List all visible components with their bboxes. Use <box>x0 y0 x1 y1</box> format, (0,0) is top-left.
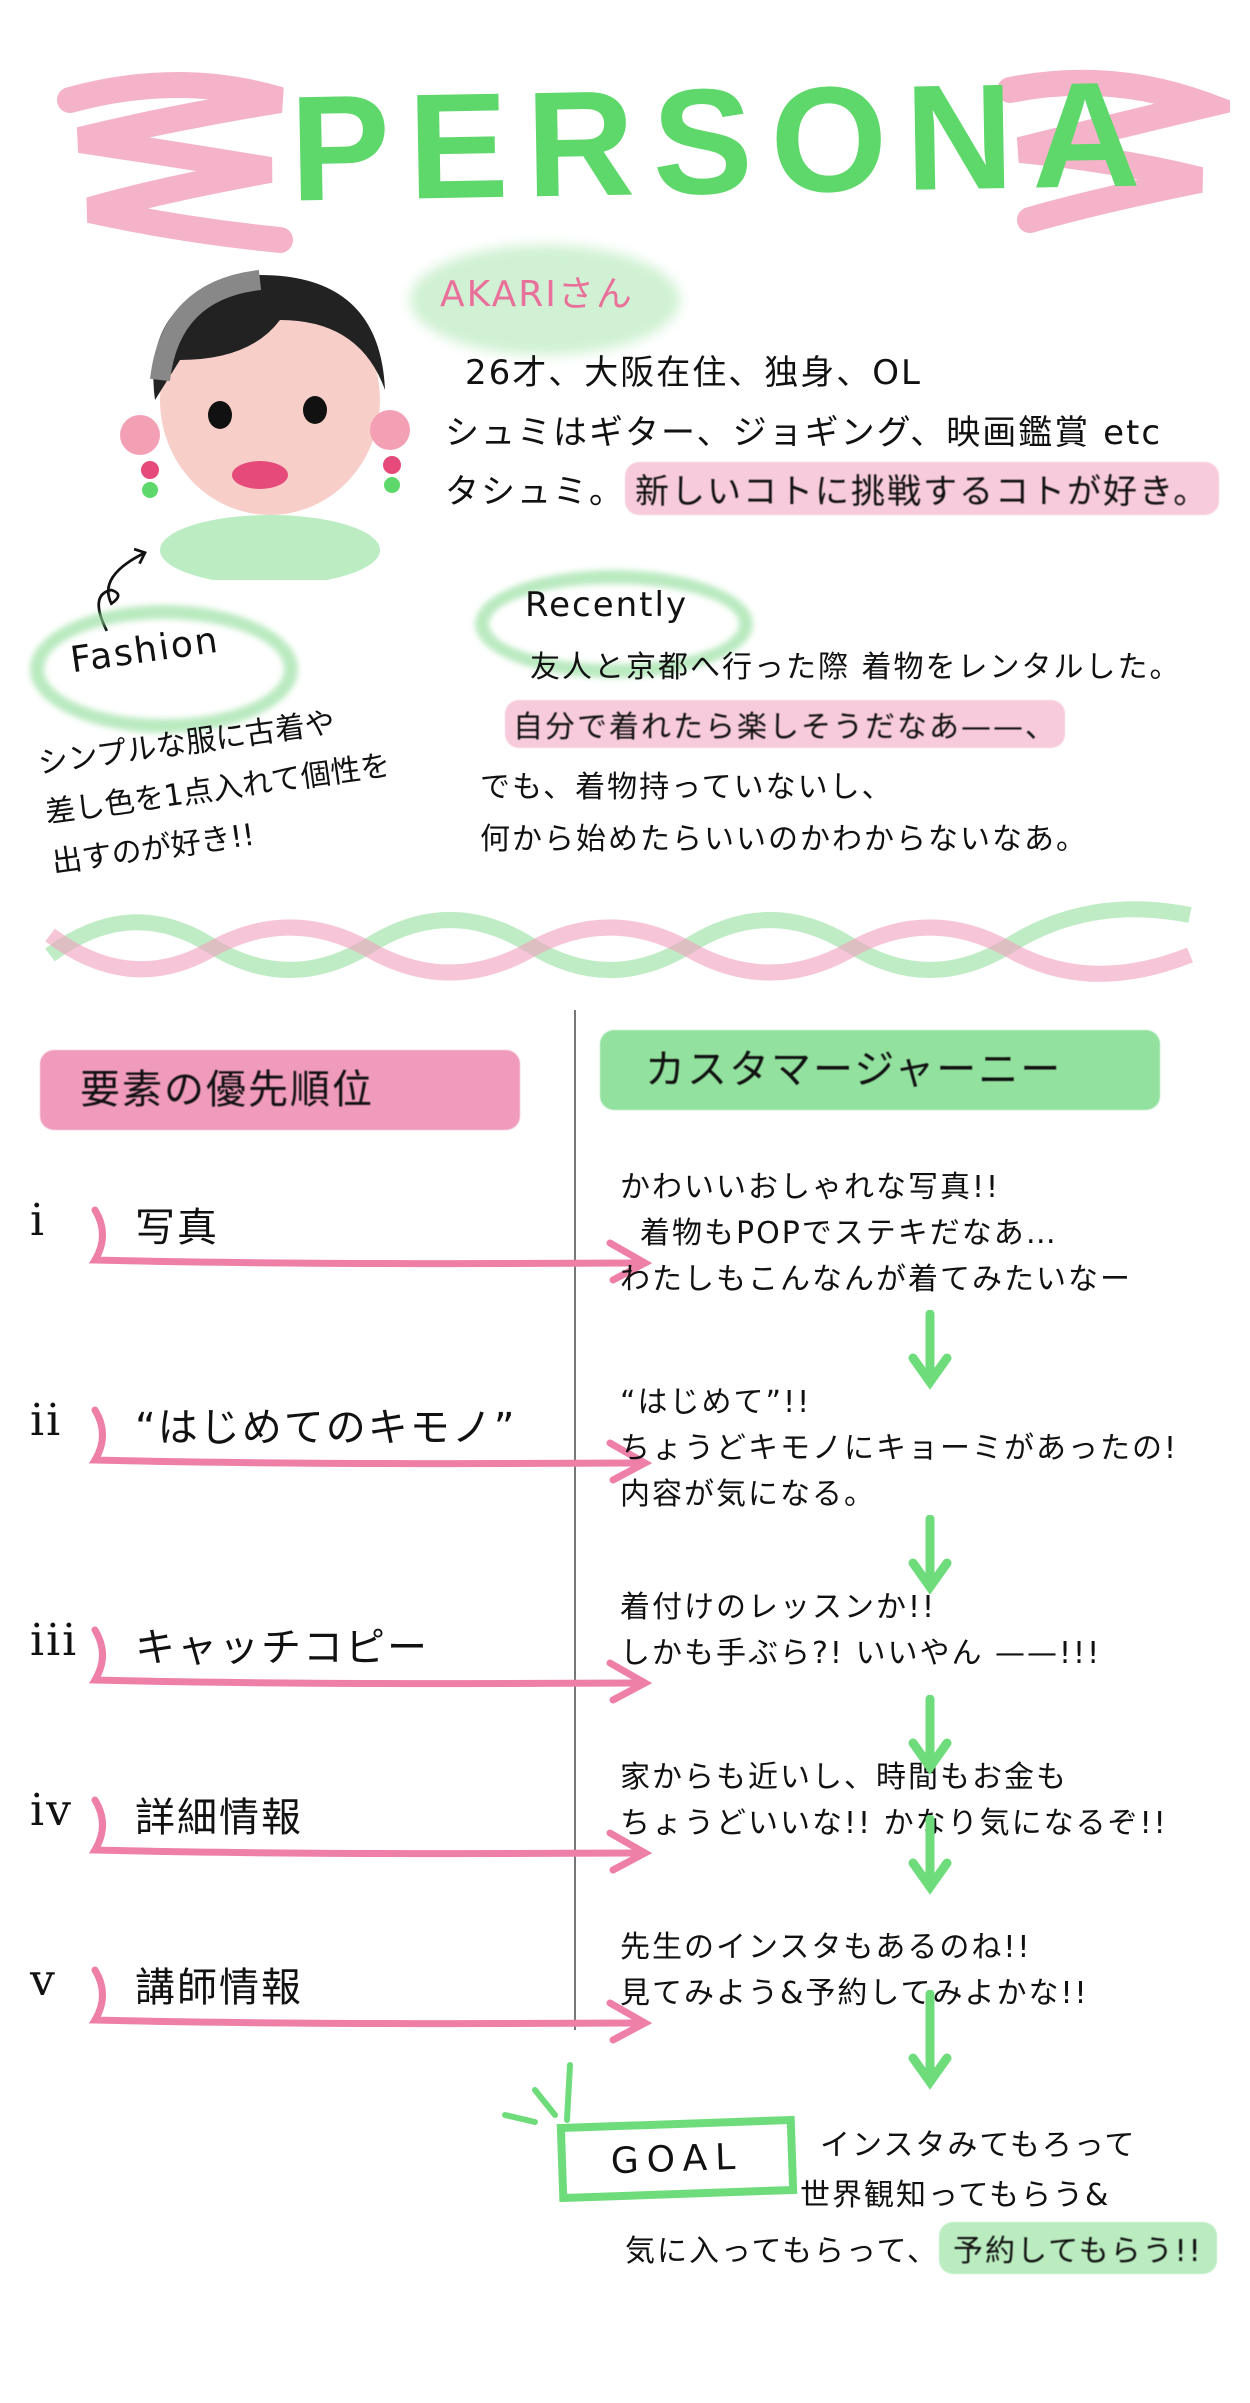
priority-label: 写真 <box>135 1205 219 1251</box>
journey-line: ちょうどいいな!! かなり気になるぞ!! <box>620 1806 1168 1841</box>
journey-line: 先生のインスタもあるのね!! <box>620 1930 1032 1965</box>
goal-box: GOAL <box>556 2115 798 2203</box>
journey-line: 家からも近いし、時間もお金も <box>620 1760 1068 1795</box>
green-down-arrow-icon <box>908 1515 952 1595</box>
column-divider <box>574 1010 576 2030</box>
pink-arrow-icon <box>88 1626 653 1704</box>
pink-arrow-icon <box>88 1796 653 1874</box>
sparkle-marks <box>502 2062 573 2125</box>
recently-label: Recently <box>525 585 689 625</box>
name-highlight <box>410 245 680 355</box>
goal-highlight: 予約してもらう!! <box>939 2222 1217 2274</box>
recently-line: 友人と京都へ行った際 着物をレンタルした。 <box>530 650 1182 685</box>
page-title: PERSONA <box>288 49 1160 233</box>
recently-line: 自分で着れたら楽しそうだなあ——、 <box>505 700 1065 748</box>
journey-step: かわいいおしゃれな写真!! 着物もPOPでステキだなあ… わたしもこんなんが着て… <box>620 1165 1132 1303</box>
journey-line: “はじめて”!! <box>620 1385 812 1420</box>
priority-number: iii <box>30 1615 79 1666</box>
journey-line: ちょうどキモノにキョーミがあったの! <box>620 1431 1179 1466</box>
journey-line: 着付けのレッスンか!! <box>620 1590 937 1625</box>
priority-number: ii <box>30 1395 63 1446</box>
priority-number: i <box>30 1195 47 1246</box>
pink-squiggle-right <box>997 69 1230 233</box>
pink-arrow-icon <box>88 1406 653 1484</box>
goal-label: GOAL <box>610 2136 744 2182</box>
journey-line: 見てみよう&予約してみよかな!! <box>620 1976 1089 2011</box>
journey-line: 着物もPOPでステキだなあ… <box>640 1216 1058 1251</box>
goal-line: 世界観知ってもらう& <box>800 2178 1111 2213</box>
profile-line: 26才、大阪在住、独身、OL <box>465 353 922 393</box>
journey-step: 先生のインスタもあるのね!! 見てみよう&予約してみよかな!! <box>620 1925 1089 2017</box>
wavy-divider <box>45 901 1193 982</box>
profile-line: シュミはギター、ジョギング、映画鑑賞 etc <box>445 413 1163 453</box>
goal-line: 気に入ってもらって、 <box>625 2234 939 2269</box>
priority-header: 要素の優先順位 <box>40 1050 520 1130</box>
priority-label: 講師情報 <box>135 1965 303 2011</box>
green-down-arrow-icon <box>908 1695 952 1775</box>
profile-highlight: 新しいコトに挑戦するコトが好き。 <box>625 462 1220 515</box>
curved-arrow-icon <box>97 547 147 632</box>
journey-line: 内容が気になる。 <box>620 1477 876 1512</box>
priority-label: 詳細情報 <box>135 1795 303 1841</box>
journey-line: かわいいおしゃれな写真!! <box>620 1170 1001 1205</box>
profile-line: タシュミ。 <box>445 472 625 512</box>
persona-avatar-illustration <box>120 270 410 580</box>
pink-arrow-icon <box>88 1966 653 2044</box>
journey-header: カスタマージャーニー <box>600 1030 1160 1110</box>
journey-line: しかも手ぶら?! いいやん ——!!! <box>620 1636 1102 1671</box>
priority-number: iv <box>30 1785 73 1836</box>
priority-label: キャッチコピー <box>135 1625 429 1671</box>
journey-line: わたしもこんなんが着てみたいなー <box>620 1262 1132 1297</box>
pink-squiggle-left <box>57 72 293 253</box>
green-down-arrow-icon <box>908 1310 952 1390</box>
journey-step: “はじめて”!! ちょうどキモノにキョーミがあったの! 内容が気になる。 <box>620 1380 1178 1518</box>
recently-line: でも、着物持っていないし、 <box>480 770 894 805</box>
journey-step: 着付けのレッスンか!! しかも手ぶら?! いいやん ——!!! <box>620 1585 1101 1677</box>
pink-arrow-icon <box>88 1206 653 1284</box>
green-down-arrow-icon <box>908 1815 952 1895</box>
persona-name: AKARIさん <box>440 274 634 315</box>
priority-number: v <box>30 1955 57 2006</box>
recently-line: 何から始めたらいいのかわからないなあ。 <box>480 822 1088 857</box>
journey-step: 家からも近いし、時間もお金も ちょうどいいな!! かなり気になるぞ!! <box>620 1755 1168 1847</box>
goal-line: インスタみてもろって <box>820 2128 1137 2163</box>
green-down-arrow-icon <box>908 1990 952 2090</box>
priority-label: “はじめてのキモノ” <box>135 1405 517 1451</box>
